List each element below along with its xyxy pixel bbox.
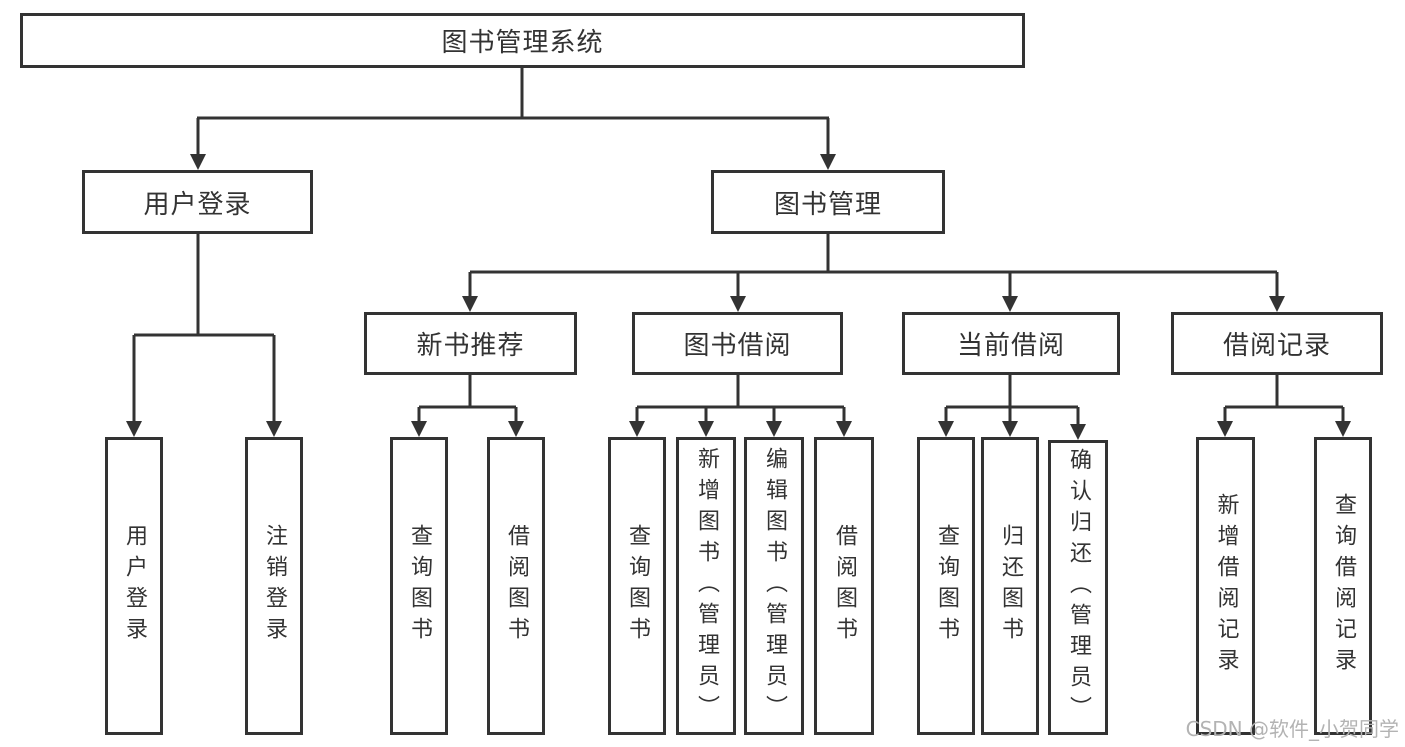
arrowhead-icon bbox=[938, 421, 954, 437]
node-borrowing-records-label: 借阅记录 bbox=[1222, 331, 1331, 361]
node-query-books-2: 查询图书 bbox=[608, 437, 666, 735]
node-query-borrow-record: 查询借阅记录 bbox=[1314, 437, 1372, 735]
node-borrowing-records: 借阅记录 bbox=[1171, 312, 1383, 375]
node-return-books: 归还图书 bbox=[981, 437, 1039, 735]
node-user-login-label: 用户登录 bbox=[143, 189, 252, 220]
watermark-text: CSDN @软件_小贺同学 bbox=[1185, 717, 1399, 741]
arrowhead-icon bbox=[698, 421, 714, 437]
arrowhead-icon bbox=[411, 421, 427, 437]
node-borrow-books-2-label: 借阅图书 bbox=[832, 524, 857, 648]
arrowhead-icon bbox=[1002, 421, 1018, 437]
node-add-books-admin-label: 新增图书（管理员） bbox=[694, 446, 719, 726]
node-book-borrowing: 图书借阅 bbox=[632, 312, 843, 375]
arrowhead-icon bbox=[266, 421, 282, 437]
node-edit-books-admin-label: 编辑图书（管理员） bbox=[762, 446, 787, 726]
arrowhead-icon bbox=[190, 154, 206, 170]
arrowhead-icon bbox=[836, 421, 852, 437]
arrowhead-icon bbox=[1269, 296, 1285, 312]
node-logout: 注销登录 bbox=[245, 437, 303, 735]
node-query-books-3: 查询图书 bbox=[917, 437, 975, 735]
node-current-borrowing-label: 当前借阅 bbox=[956, 331, 1065, 361]
node-library-system-label: 图书管理系统 bbox=[441, 28, 604, 58]
node-query-books-3-label: 查询图书 bbox=[934, 524, 959, 648]
node-return-books-label: 归还图书 bbox=[998, 524, 1023, 648]
node-borrow-books-1: 借阅图书 bbox=[487, 437, 545, 735]
arrowhead-icon bbox=[820, 154, 836, 170]
node-book-borrowing-label: 图书借阅 bbox=[683, 331, 792, 361]
node-add-borrow-record: 新增借阅记录 bbox=[1196, 437, 1255, 735]
node-library-system: 图书管理系统 bbox=[20, 13, 1025, 68]
arrowhead-icon bbox=[730, 296, 746, 312]
node-book-management: 图书管理 bbox=[711, 170, 945, 234]
arrowhead-icon bbox=[508, 421, 524, 437]
node-borrow-books-1-label: 借阅图书 bbox=[504, 524, 529, 648]
node-query-books-1: 查询图书 bbox=[390, 437, 448, 735]
arrowhead-icon bbox=[462, 296, 478, 312]
arrowhead-icon bbox=[629, 421, 645, 437]
node-add-books-admin: 新增图书（管理员） bbox=[676, 437, 736, 735]
node-new-book-recommend-label: 新书推荐 bbox=[416, 331, 525, 361]
arrowhead-icon bbox=[766, 421, 782, 437]
node-confirm-return-admin-label: 确认归还（管理员） bbox=[1066, 448, 1091, 727]
arrowhead-icon bbox=[1335, 421, 1351, 437]
node-logout-label: 注销登录 bbox=[262, 524, 287, 648]
node-query-books-2-label: 查询图书 bbox=[625, 524, 650, 648]
arrowhead-icon bbox=[1217, 421, 1233, 437]
node-user-login-action-label: 用户登录 bbox=[122, 524, 147, 648]
node-borrow-books-2: 借阅图书 bbox=[814, 437, 874, 735]
node-new-book-recommend: 新书推荐 bbox=[364, 312, 577, 375]
node-confirm-return-admin: 确认归还（管理员） bbox=[1048, 440, 1108, 735]
node-add-borrow-record-label: 新增借阅记录 bbox=[1213, 493, 1239, 679]
node-user-login: 用户登录 bbox=[82, 170, 313, 234]
node-current-borrowing: 当前借阅 bbox=[902, 312, 1120, 375]
arrowhead-icon bbox=[1002, 296, 1018, 312]
node-edit-books-admin: 编辑图书（管理员） bbox=[744, 437, 804, 735]
node-query-books-1-label: 查询图书 bbox=[407, 524, 432, 648]
node-book-management-label: 图书管理 bbox=[773, 189, 882, 220]
node-query-borrow-record-label: 查询借阅记录 bbox=[1331, 493, 1356, 679]
node-user-login-action: 用户登录 bbox=[105, 437, 163, 735]
arrowhead-icon bbox=[1070, 424, 1086, 440]
arrowhead-icon bbox=[126, 421, 142, 437]
